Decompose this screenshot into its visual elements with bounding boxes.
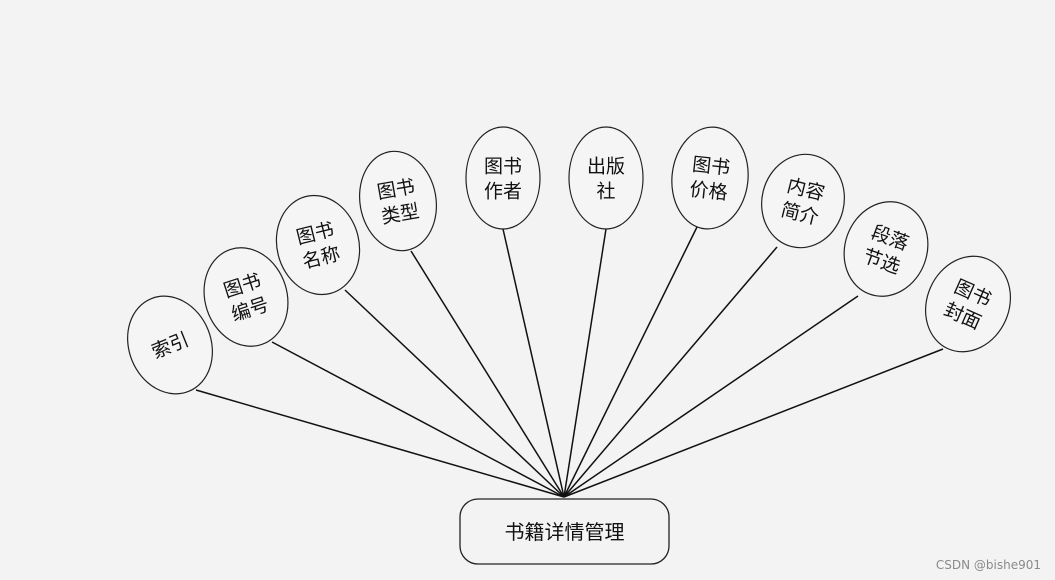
attribute-label-publisher: 出版 xyxy=(587,156,625,178)
connector-line-book-name xyxy=(344,289,565,498)
attribute-publisher: 出版社 xyxy=(568,126,644,230)
attribute-ellipse-book-price xyxy=(671,126,749,230)
connector-line-book-author xyxy=(502,228,565,498)
attribute-ellipse-book-number xyxy=(203,247,289,347)
entity-label: 书籍详情管理 xyxy=(505,520,625,544)
attribute-ellipses: 索引图书编号图书名称图书类型图书作者出版社图书价格内容简介段落节选图书封面 xyxy=(127,126,1012,395)
attribute-label-book-author: 作者 xyxy=(484,181,522,203)
attribute-label-book-price: 价格 xyxy=(689,178,729,204)
attribute-ellipse-content-intro xyxy=(761,153,845,249)
attribute-ellipse-book-name xyxy=(275,194,361,296)
attribute-ellipse-book-type xyxy=(358,150,438,252)
attribute-ellipse-suoyin xyxy=(127,295,213,395)
attribute-ellipse-publisher xyxy=(568,126,644,230)
connector-line-book-price xyxy=(563,226,698,498)
entity-rect xyxy=(459,498,670,565)
connector-line-content-intro xyxy=(563,246,778,498)
connector-line-book-cover xyxy=(563,348,944,498)
attribute-suoyin: 索引 xyxy=(127,295,213,395)
connector-lines xyxy=(195,226,944,498)
attribute-ellipse-paragraph-excerpt xyxy=(843,201,929,297)
connector-line-suoyin xyxy=(195,389,565,498)
connector-line-paragraph-excerpt xyxy=(563,295,859,498)
connector-line-book-type xyxy=(410,250,565,498)
attribute-ellipse-book-cover xyxy=(924,255,1012,353)
attribute-label-publisher: 社 xyxy=(596,181,615,203)
watermark: CSDN @bishe901 xyxy=(935,558,1041,572)
attribute-ellipse-book-author xyxy=(465,126,541,230)
entity-box: 书籍详情管理 xyxy=(459,498,670,565)
attribute-label-book-price: 图书 xyxy=(691,154,731,180)
attribute-label-book-author: 图书 xyxy=(484,156,522,178)
connector-line-book-number xyxy=(271,341,565,498)
connector-line-publisher xyxy=(563,228,607,498)
